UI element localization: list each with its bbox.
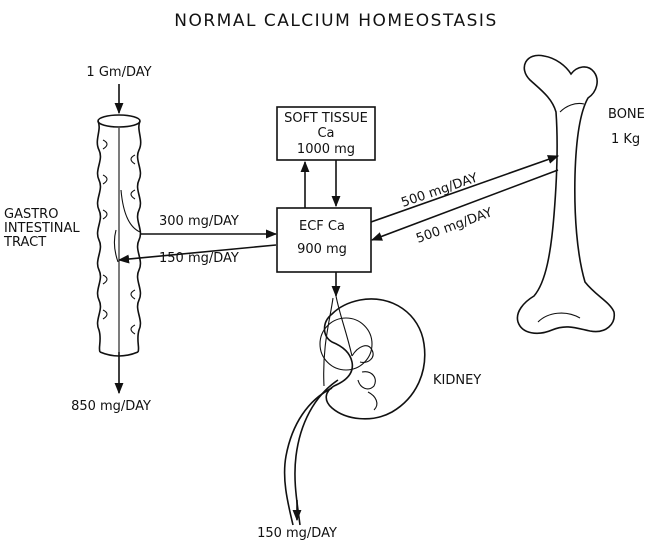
- intake-label: 1 Gm/DAY: [86, 65, 151, 80]
- gi-to-ecf-label: 300 mg/DAY: [159, 214, 239, 229]
- kidney-drawing: [285, 296, 425, 525]
- gi-label-line3: TRACT: [3, 235, 46, 250]
- bone-mass-label: 1 Kg: [611, 132, 640, 147]
- soft-tissue-line3: 1000 mg: [297, 142, 355, 157]
- urine-label: 150 mg/DAY: [257, 526, 337, 541]
- ecf-line2: 900 mg: [297, 242, 347, 257]
- soft-tissue-line2: Ca: [317, 126, 334, 141]
- fecal-label: 850 mg/DAY: [71, 399, 151, 414]
- gi-tract-tube: [97, 115, 140, 356]
- bone-label: BONE: [608, 107, 645, 122]
- diagram-title: NORMAL CALCIUM HOMEOSTASIS: [174, 11, 497, 31]
- gi-label-line2: INTESTINAL: [4, 221, 80, 236]
- kidney-label: KIDNEY: [433, 373, 481, 388]
- soft-tissue-line1: SOFT TISSUE: [284, 111, 368, 126]
- gi-label-line1: GASTRO: [4, 207, 58, 222]
- soft-tissue-box: SOFT TISSUE Ca 1000 mg: [277, 107, 375, 160]
- femur-bone-drawing: [517, 55, 614, 333]
- ecf-box: ECF Ca 900 mg: [277, 208, 371, 272]
- bone-to-ecf-label: 500 mg/DAY: [414, 205, 494, 246]
- ecf-line1: ECF Ca: [299, 219, 345, 234]
- ecf-to-gi-label: 150 mg/DAY: [159, 251, 239, 266]
